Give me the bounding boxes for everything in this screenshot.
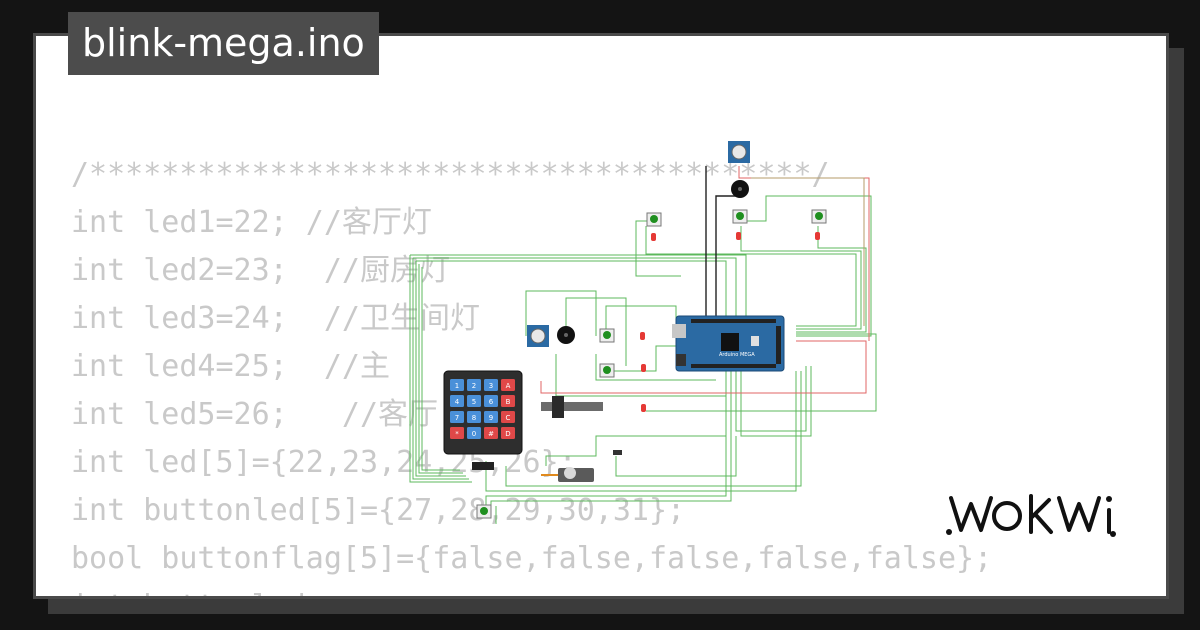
keypad-key: [450, 395, 464, 407]
arduino-label: Arduino MEGA: [719, 352, 755, 358]
code-line: int led3=24; //卫生间灯: [71, 301, 480, 336]
slide-switch: [613, 450, 622, 455]
keypad-key: [467, 411, 481, 423]
circuit-diagram: Arduino MEGA: [409, 141, 877, 524]
keypad-key-label: C: [506, 414, 511, 422]
red-led: [736, 232, 741, 240]
keypad-key-label: 1: [455, 382, 459, 390]
preview-card: /***************************************…: [33, 33, 1169, 599]
servo-motor: [541, 467, 594, 482]
wokwi-logo: [943, 488, 1118, 538]
keypad-key: [467, 427, 481, 439]
keypad-key-label: 4: [455, 398, 460, 406]
code-line: int led4=25; //主: [71, 349, 390, 384]
keypad-key-label: A: [506, 382, 511, 390]
code-line: /***************************************…: [71, 157, 830, 192]
red-led: [641, 404, 646, 412]
keypad-key: [450, 379, 464, 391]
keypad-key-label: 7: [455, 414, 459, 422]
project-title: blink-mega.ino: [68, 12, 379, 75]
keypad-key-label: 2: [472, 382, 476, 390]
red-led: [641, 364, 646, 372]
code-line: int led2=23; //厨房灯: [71, 253, 450, 288]
keypad-key: [450, 427, 464, 439]
code-preview: /***************************************…: [71, 151, 993, 596]
keypad-key: [484, 427, 498, 439]
arduino-mega-board: Arduino MEGA: [672, 315, 785, 372]
potentiometer: [728, 141, 750, 163]
code-line: int led5=26; //客厅: [71, 397, 439, 432]
code-line: int led1=22; //客厅灯: [71, 205, 432, 240]
red-led: [640, 332, 645, 340]
keypad-key-label: #: [488, 430, 494, 438]
keypad-key: [501, 379, 515, 391]
code-line: int buttonled...: [71, 583, 992, 596]
keypad-key-label: B: [506, 398, 511, 406]
keypad-key: [501, 395, 515, 407]
red-led: [815, 232, 820, 240]
keypad-key: [450, 411, 464, 423]
code-line: bool buttonflag[5]={false,false,false,fa…: [71, 541, 993, 576]
keypad-key-label: 5: [472, 398, 476, 406]
keypad-key-label: D: [505, 430, 510, 438]
keypad-key-label: 9: [489, 414, 493, 422]
keypad-key: [467, 379, 481, 391]
keypad-key-label: 6: [489, 398, 494, 406]
keypad-key: [501, 411, 515, 423]
red-led: [651, 233, 656, 241]
potentiometer: [527, 325, 549, 347]
keypad-key-label: 8: [472, 414, 476, 422]
keypad-key-label: 0: [472, 430, 476, 438]
keypad-key: [484, 411, 498, 423]
slide-potentiometer: [541, 396, 603, 418]
keypad-key-label: 3: [489, 382, 493, 390]
code-line: int buttonled[5]={27,28,29,30,31};: [71, 493, 686, 528]
keypad-key: [484, 395, 498, 407]
keypad-key: [484, 379, 498, 391]
keypad-key-label: *: [455, 430, 459, 438]
membrane-keypad: 1 2 3 A 4 5 6 B 7 8 9 C * 0 # D: [443, 370, 523, 470]
keypad-key: [467, 395, 481, 407]
keypad-key: [501, 427, 515, 439]
